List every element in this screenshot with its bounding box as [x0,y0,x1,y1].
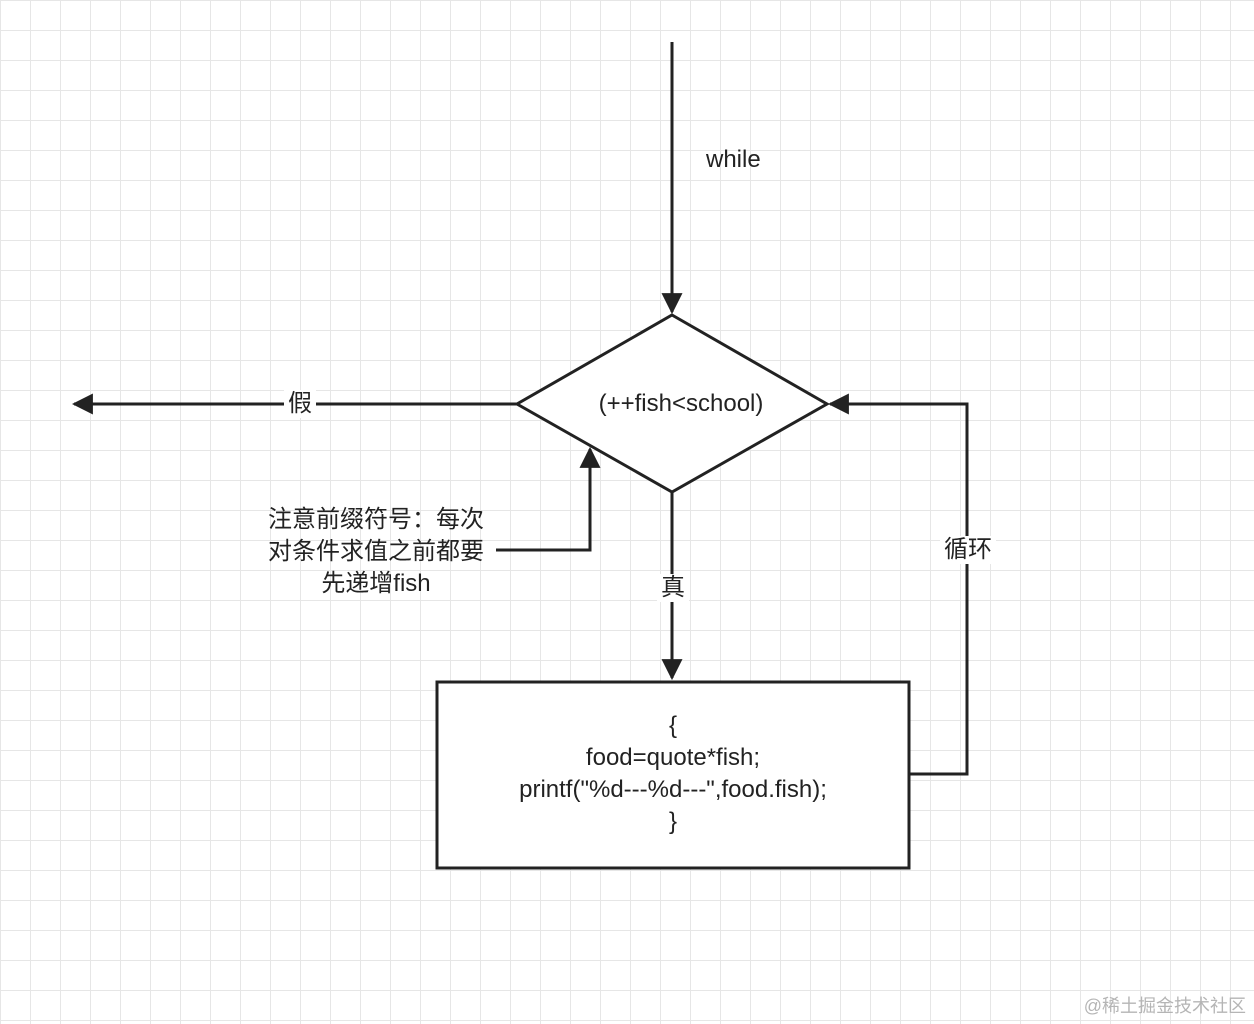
prefix-note: 注意前缀符号：每次 对条件求值之前都要 先递增fish [252,504,500,600]
code-line: { [668,712,677,739]
note-line: 对条件求值之前都要 [268,538,484,565]
loop-body-code: { food=quote*fish; printf("%d---%d---",f… [437,710,909,838]
loop-body-box [435,680,911,870]
loop-arrow [827,393,969,776]
note-line: 先递增fish [321,570,431,597]
false-label: 假 [284,390,316,418]
entry-label: while [706,146,761,173]
watermark: @稀土掘金技术社区 [1083,996,1246,1016]
code-line: food=quote*fish; [585,744,761,771]
true-label: 真 [657,574,689,602]
code-line: printf("%d---%d---",food.fish); [519,776,827,803]
code-line: } [668,808,677,835]
note-line: 注意前缀符号：每次 [268,506,484,533]
loop-label: 循环 [940,536,996,564]
note-connector [496,446,601,552]
condition-text: (++fish<school) [598,390,764,417]
